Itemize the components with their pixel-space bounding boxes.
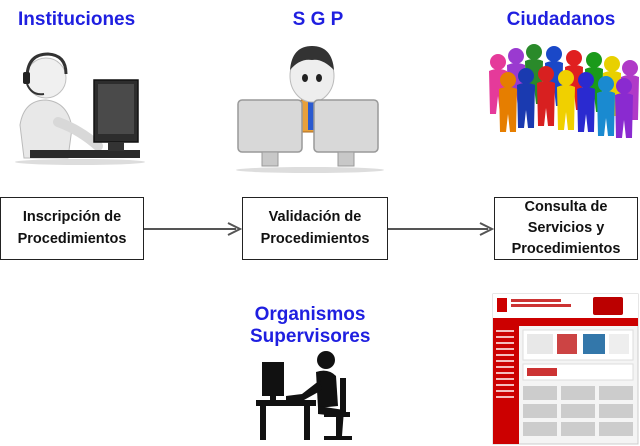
process-step-label: Validación de Procedimientos xyxy=(260,209,370,247)
process-step-consulta: Consulta de Servicios y Procedimientos xyxy=(494,197,638,260)
actor-title-ciudadanos: Ciudadanos xyxy=(506,9,616,30)
process-step-validacion: Validación de Procedimientos xyxy=(242,197,388,260)
actor-title-sgp: S G P xyxy=(292,9,344,30)
person-two-monitors-icon xyxy=(236,46,384,173)
arrow-step1-to-step2 xyxy=(144,222,243,236)
person-at-desk-icon xyxy=(256,351,352,440)
crowd-icon xyxy=(489,44,639,138)
person-headset-computer-icon xyxy=(15,52,145,165)
process-step-inscripcion: Inscripción de Procedimientos xyxy=(0,197,144,260)
process-step-label: Inscripción de Procedimientos xyxy=(17,209,127,247)
arrow-step2-to-step3 xyxy=(388,222,495,236)
process-step-label: Consulta de Servicios y Procedimientos xyxy=(511,198,621,258)
actor-title-organismos: Organismos Supervisores xyxy=(250,304,371,347)
actor-title-instituciones: Instituciones xyxy=(18,9,136,30)
web-portal-screenshot xyxy=(492,293,639,445)
